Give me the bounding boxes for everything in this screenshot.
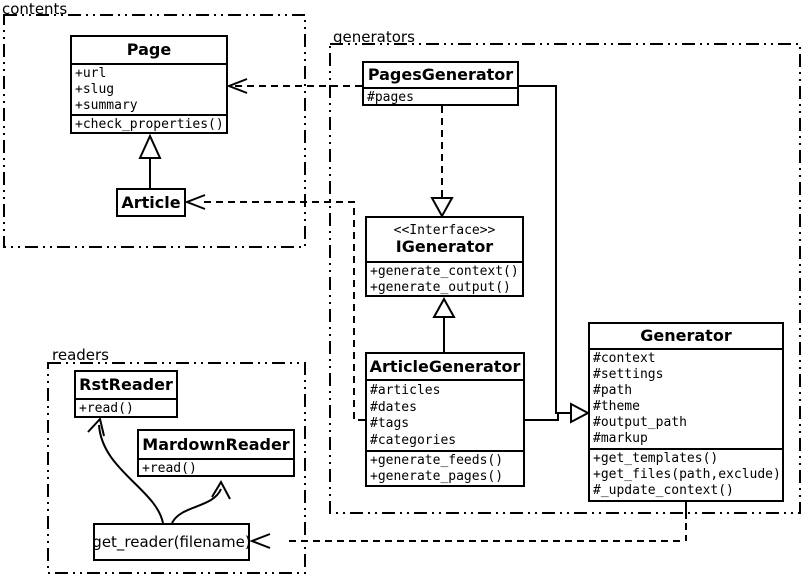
attribute: #context xyxy=(593,351,656,366)
class-box-rstreader: RstReader +read() xyxy=(74,370,178,418)
method: +generate_feeds() xyxy=(370,453,504,468)
method: +generate_context() xyxy=(370,264,519,279)
class-box-page: Page +url +slug +summary +check_properti… xyxy=(70,35,228,134)
class-box-pagesgenerator: PagesGenerator #pages xyxy=(362,61,519,106)
method: #_update_context() xyxy=(593,483,734,498)
class-attributes-pagesgenerator: #pages xyxy=(364,87,517,104)
package-border-contents xyxy=(3,14,306,248)
class-box-generator: Generator #context #settings #path #them… xyxy=(588,322,784,502)
attribute: +url xyxy=(75,66,107,81)
class-title-article: Article xyxy=(121,192,181,212)
class-methods-page: +check_properties() xyxy=(72,114,226,132)
package-border-readers xyxy=(47,362,306,574)
class-methods-rstreader: +read() xyxy=(76,398,176,416)
class-box-articlegenerator: ArticleGenerator #articles #dates #tags … xyxy=(365,352,525,487)
class-box-igenerator: <<Interface>> IGenerator +generate_conte… xyxy=(365,216,524,297)
class-stereotype: <<Interface>> xyxy=(393,223,496,239)
class-attributes-generator: #context #settings #path #theme #output_… xyxy=(590,348,782,448)
class-box-article: Article xyxy=(116,188,186,217)
attribute: #articles xyxy=(370,383,441,398)
package-label-contents: contents xyxy=(2,0,68,18)
attribute: #theme xyxy=(593,399,640,414)
class-attributes-page: +url +slug +summary xyxy=(72,63,226,114)
class-title-text: IGenerator xyxy=(395,237,494,257)
attribute: +summary xyxy=(75,98,138,113)
attribute: #tags xyxy=(370,416,410,432)
class-methods-mardownreader: +read() xyxy=(139,458,293,475)
method: +read() xyxy=(79,401,134,416)
class-attributes-articlegenerator: #articles #dates #tags #categories xyxy=(367,379,523,450)
method: +generate_output() xyxy=(370,280,511,295)
attribute: #markup xyxy=(593,431,648,446)
attribute: #dates xyxy=(370,399,417,415)
function-box-get-reader: get_reader(filename) xyxy=(92,523,251,561)
method: +read() xyxy=(142,461,197,475)
class-title-generator: Generator xyxy=(640,326,732,346)
class-title-igenerator: <<Interface>> IGenerator xyxy=(367,218,522,261)
method: +check_properties() xyxy=(75,117,224,132)
attribute: #output_path xyxy=(593,415,687,430)
package-label-generators: generators xyxy=(333,28,415,46)
arrow-getreader-rstreader xyxy=(87,416,164,524)
generalization-article-page xyxy=(138,133,162,188)
arrow-getreader-mardownreader xyxy=(171,479,231,524)
attribute: #settings xyxy=(593,367,664,382)
attribute: #pages xyxy=(367,90,414,104)
package-label-readers: readers xyxy=(52,346,109,364)
attribute: +slug xyxy=(75,82,115,97)
dependency-pagesgenerator-page xyxy=(226,78,362,94)
class-title-rstreader: RstReader xyxy=(79,375,173,395)
class-methods-articlegenerator: +generate_feeds() +generate_pages() xyxy=(367,450,523,485)
realization-pagesgenerator-igenerator xyxy=(430,106,454,219)
class-title-page: Page xyxy=(126,40,172,60)
attribute: #path xyxy=(593,383,633,398)
generalization-generators-generator xyxy=(519,85,591,424)
class-title-pagesgenerator: PagesGenerator xyxy=(367,65,514,85)
generalization-articlegenerator-igenerator xyxy=(432,296,456,352)
class-methods-igenerator: +generate_context() +generate_output() xyxy=(367,261,522,295)
method: +get_templates() xyxy=(593,451,719,466)
attribute: #categories xyxy=(370,433,457,449)
class-box-mardownreader: MardownReader +read() xyxy=(137,429,295,477)
dependency-generator-getreader xyxy=(249,502,687,549)
class-methods-generator: +get_templates() +get_files(path,exclude… xyxy=(590,448,782,500)
method: +get_files(path,exclude) xyxy=(593,467,781,482)
method: +generate_pages() xyxy=(370,469,504,484)
class-title-articlegenerator: ArticleGenerator xyxy=(369,356,521,376)
function-label: get_reader(filename) xyxy=(92,532,251,551)
dependency-articlegenerator-article xyxy=(184,194,365,421)
class-title-mardownreader: MardownReader xyxy=(142,434,290,454)
package-border-generators xyxy=(329,43,801,514)
